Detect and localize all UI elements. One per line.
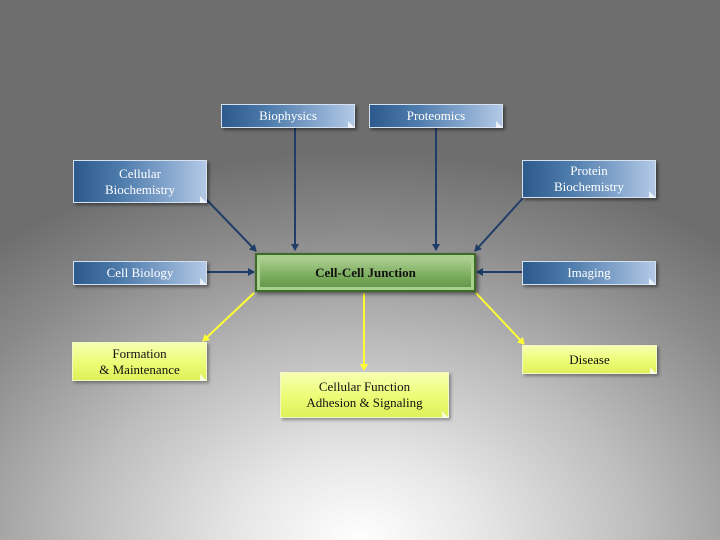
node-cell-biology: Cell Biology	[73, 261, 207, 285]
node-biophysics: Biophysics	[221, 104, 355, 128]
node-disease: Disease	[522, 345, 657, 374]
node-imaging: Imaging	[522, 261, 656, 285]
arrow-disease	[475, 292, 525, 345]
node-cellular-function: Cellular Function Adhesion & Signaling	[280, 372, 449, 418]
node-formation-maintenance: Formation & Maintenance	[72, 342, 207, 381]
node-protein-biochemistry: Protein Biochemistry	[522, 160, 656, 198]
arrow-formation-maintenance	[202, 292, 255, 342]
arrow-cellular-biochemistry	[204, 197, 257, 252]
node-cell-cell-junction: Cell-Cell Junction	[255, 253, 476, 292]
node-cellular-biochemistry: Cellular Biochemistry	[73, 160, 207, 203]
arrow-protein-biochemistry	[474, 197, 524, 252]
node-proteomics: Proteomics	[369, 104, 503, 128]
